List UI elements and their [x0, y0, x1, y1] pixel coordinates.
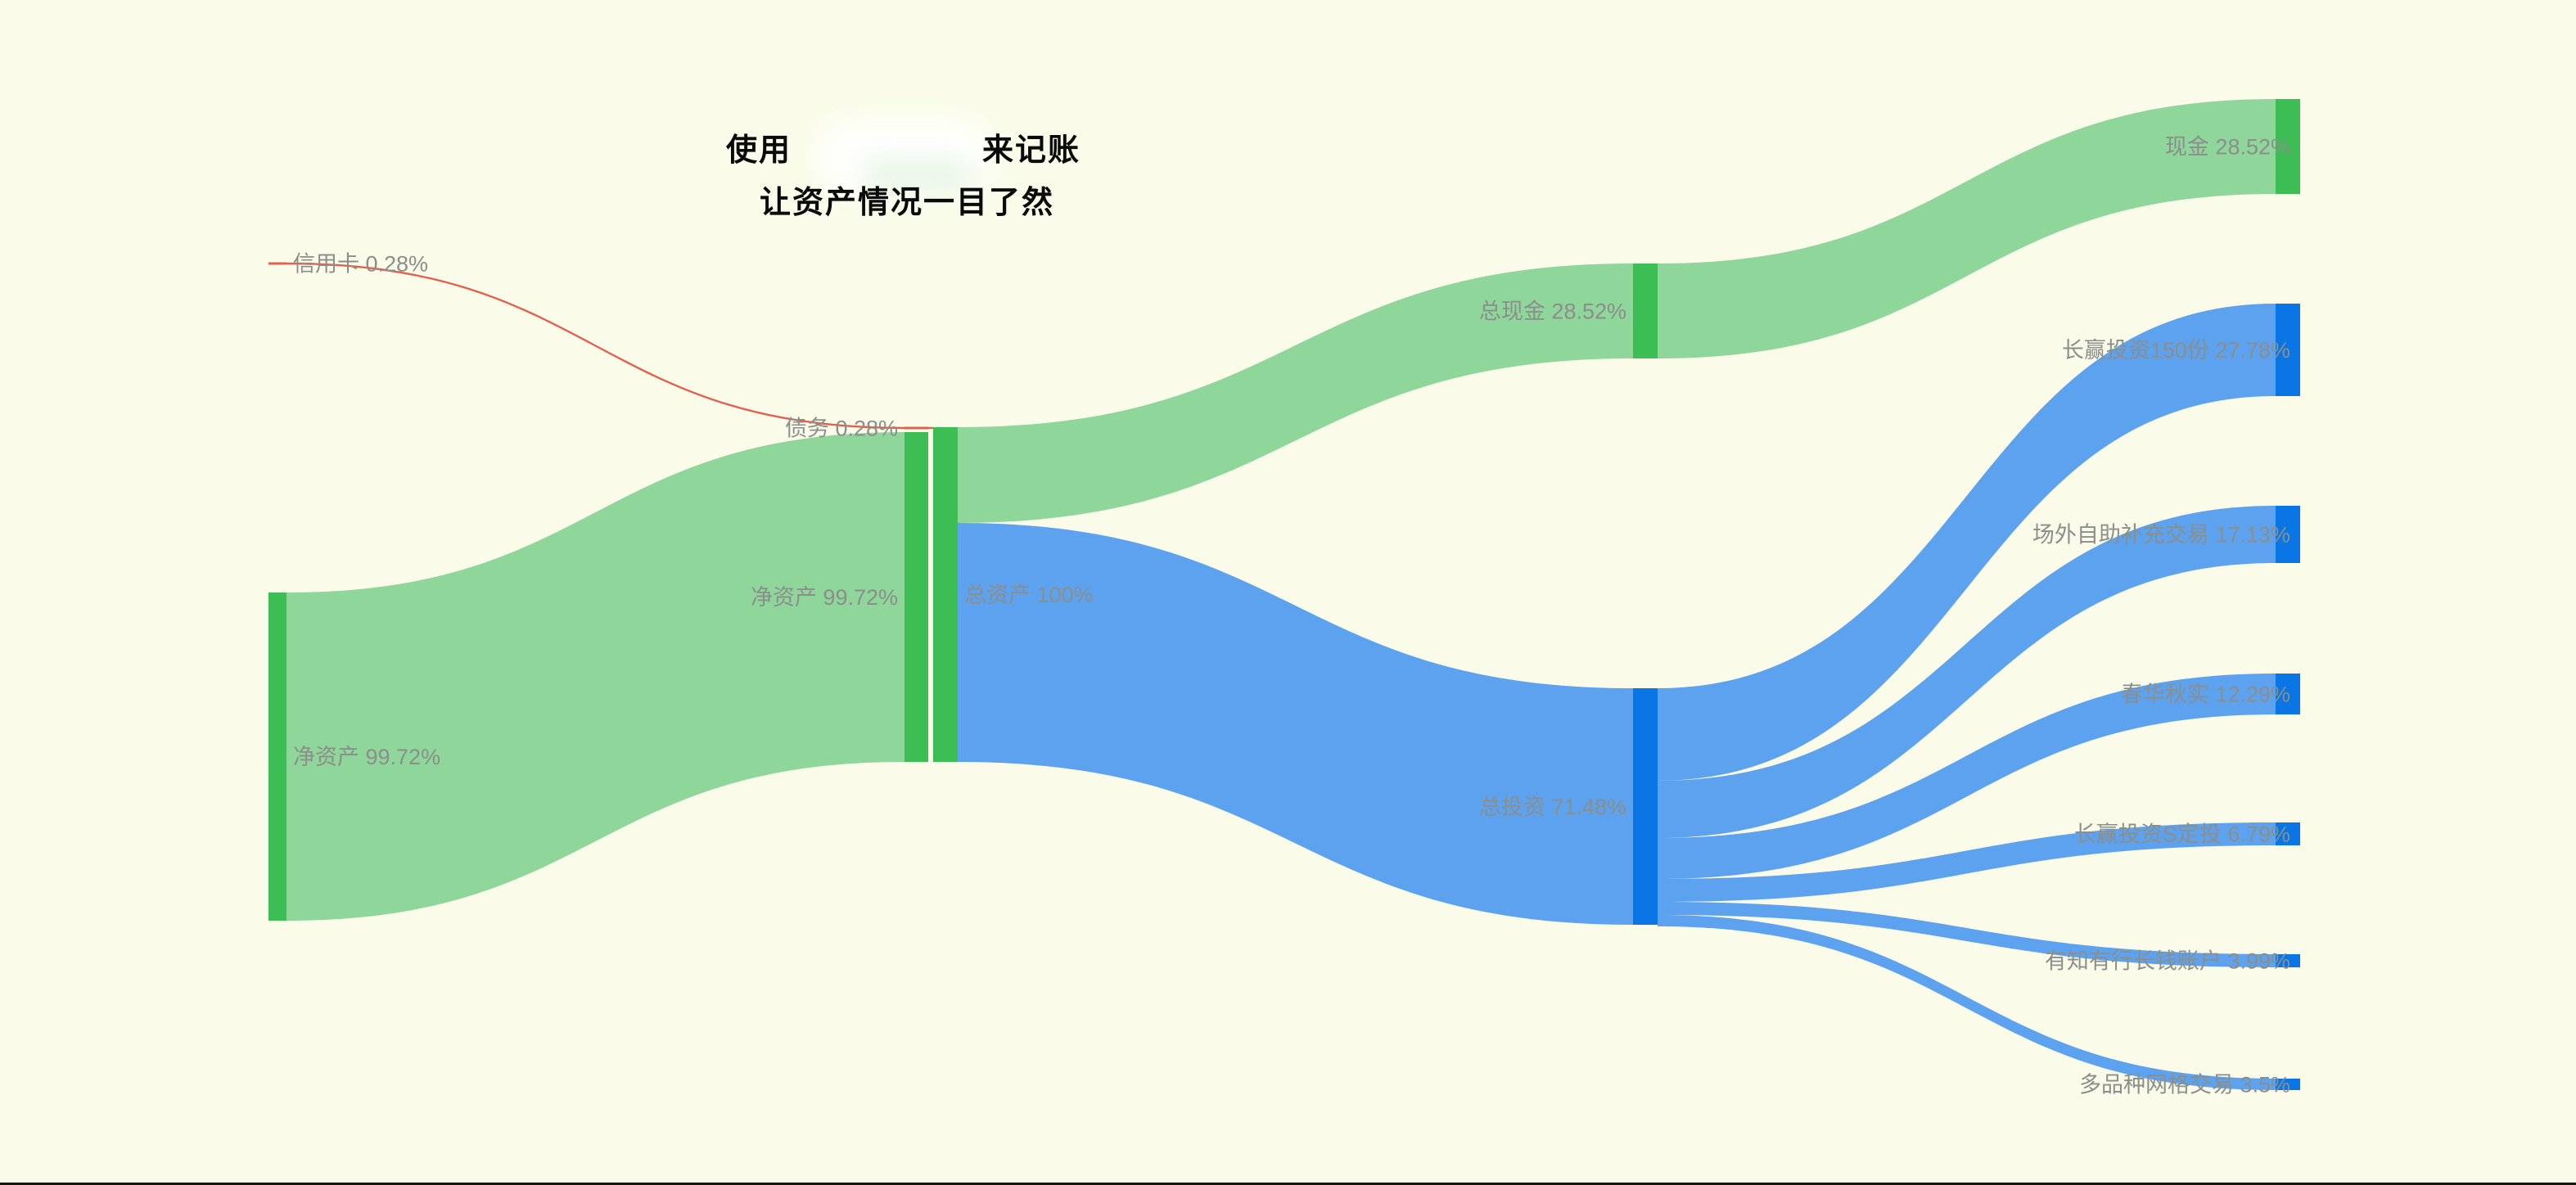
node-net-assets-left[interactable] — [268, 592, 286, 921]
flow-credit-card-to-debt[interactable] — [286, 262, 905, 430]
label-net-assets-mid: 净资产 99.72% — [751, 585, 898, 610]
node-credit-card[interactable] — [268, 262, 286, 265]
flow-total-investment-to-s-aip[interactable] — [1658, 822, 2276, 902]
flow-total-investment-to-chunhua[interactable] — [1658, 674, 2276, 879]
label-changying-s-aip: 长赢投资S定投 6.79% — [2074, 822, 2290, 846]
node-otc-self-supplement[interactable] — [2276, 506, 2300, 563]
label-net-assets-left: 净资产 99.72% — [293, 745, 440, 769]
flow-total-investment-to-otc[interactable] — [1658, 506, 2276, 838]
label-changying-150: 长赢投资150份 27.78% — [2062, 338, 2290, 363]
label-total-investment: 总投资 71.48% — [1479, 795, 1626, 819]
label-otc-self-supplement: 场外自助补充交易 17.13% — [2032, 522, 2290, 547]
title-suffix: 来记账 — [982, 133, 1081, 168]
flow-total-investment-to-grid[interactable] — [1658, 915, 2276, 1090]
label-credit-card: 信用卡 0.28% — [293, 251, 428, 276]
node-chunhua-qiushi[interactable] — [2276, 674, 2300, 714]
redacted-app-logo-smudge — [861, 159, 974, 191]
node-net-assets-mid[interactable] — [905, 432, 928, 762]
node-total-assets[interactable] — [933, 427, 958, 762]
label-cash: 现金 28.52% — [2165, 134, 2290, 159]
label-total-assets: 总资产 100% — [964, 583, 1094, 607]
node-youzhiyouxing-longterm[interactable] — [2276, 954, 2300, 967]
flow-total-investment-to-changying-150[interactable] — [1658, 304, 2276, 781]
flow-total-investment-to-youzhiyouxing[interactable] — [1658, 902, 2276, 967]
node-cash[interactable] — [2276, 99, 2300, 194]
flow-total-assets-to-total-investment[interactable] — [958, 523, 1633, 925]
flow-total-assets-to-total-cash[interactable] — [958, 264, 1633, 523]
label-youzhiyouxing-longterm: 有知有行长钱账户 3.99% — [2045, 948, 2290, 973]
label-total-cash: 总现金 28.52% — [1479, 299, 1626, 323]
screenshot-bottom-edge — [0, 1183, 2576, 1185]
node-changying-150[interactable] — [2276, 304, 2300, 396]
flow-net-assets-to-net-assets[interactable] — [286, 432, 905, 921]
node-total-investment[interactable] — [1633, 688, 1658, 925]
title-prefix: 使用 — [726, 133, 792, 168]
node-changying-s-aip[interactable] — [2276, 822, 2300, 845]
flow-total-cash-to-cash[interactable] — [1658, 99, 2276, 358]
label-chunhua-qiushi: 春华秋实 12.29% — [2121, 682, 2290, 706]
label-debt: 债务 0.28% — [785, 416, 898, 440]
node-debt[interactable] — [905, 426, 928, 430]
label-multi-variety-grid: 多品种网格交易 3.5% — [2079, 1072, 2290, 1097]
redacted-app-name-blur — [817, 119, 993, 195]
node-multi-variety-grid[interactable] — [2276, 1079, 2300, 1090]
node-total-cash[interactable] — [1633, 264, 1658, 358]
title-line2: 让资产情况一目了然 — [760, 186, 1055, 220]
